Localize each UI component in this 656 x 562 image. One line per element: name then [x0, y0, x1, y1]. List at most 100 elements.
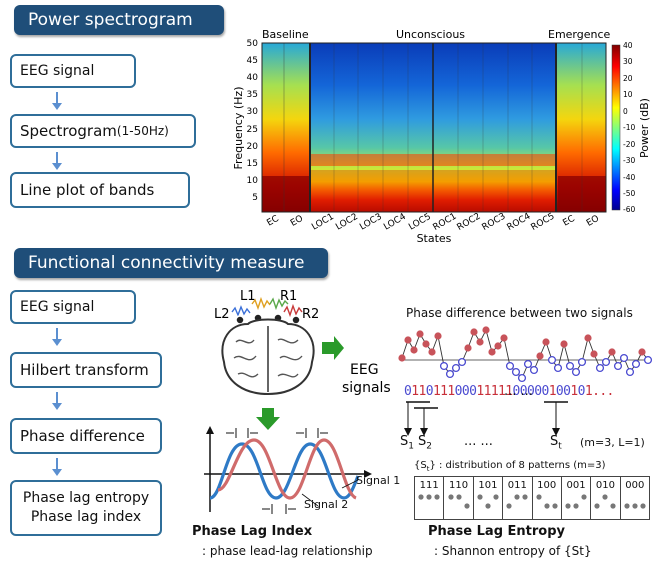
functional-connectivity-header: Functional connectivity measure	[14, 248, 328, 278]
binary-digit: 1	[483, 384, 492, 399]
phase-difference-label: Phase difference	[20, 427, 145, 445]
down-arrow-icon	[52, 392, 62, 410]
pattern-cell: 101	[472, 477, 502, 519]
pattern-dot	[624, 503, 630, 509]
signals-label: signals	[342, 380, 391, 396]
binary-digit: 0	[425, 384, 434, 399]
phase-lag-measures-step: Phase lag entropy Phase lag index	[10, 480, 162, 536]
binary-digit: 1	[505, 384, 513, 399]
phase-lag-entropy-label: Phase lag entropy	[22, 490, 150, 506]
hilbert-step: Hilbert transform	[10, 352, 162, 388]
pattern-dot	[581, 494, 587, 500]
binary-digit: 0	[519, 384, 528, 399]
pattern-cell: 100	[531, 477, 561, 519]
colorbar	[611, 44, 621, 211]
ytick: 5	[252, 193, 258, 203]
xtick: ROC2	[456, 212, 483, 233]
s2-label: S2	[418, 434, 432, 452]
pattern-label: 110	[449, 480, 469, 491]
colorbar-ticks: 40 30 20 10 0 -10 -20 -30 -40 -50 -60	[623, 41, 635, 214]
pattern-dot	[426, 494, 432, 500]
params-label: (m=3, L=1)	[580, 436, 645, 449]
binary-digit: 0	[555, 384, 564, 399]
pattern-dot	[565, 503, 571, 509]
phase-difference-plot	[398, 326, 653, 383]
pattern-dot	[610, 503, 617, 509]
dots-inline: ... ...	[504, 384, 533, 399]
ytick: 35	[247, 90, 258, 100]
xtick: ROC1	[432, 212, 459, 233]
binary-digit: 1	[548, 384, 557, 399]
green-arrow-icon	[322, 336, 344, 360]
pattern-dot	[573, 503, 579, 509]
pattern-dot	[455, 494, 462, 500]
xtick: LOC4	[382, 212, 408, 233]
signal-1-wave	[217, 438, 357, 500]
pattern-label: 011	[507, 480, 527, 491]
emergence-label: Emergence	[548, 28, 611, 41]
spectrogram-range: (1-50Hz)	[116, 124, 169, 138]
cbar-tick: 20	[623, 74, 633, 83]
ytick: 10	[247, 176, 259, 186]
pli-subtitle: : phase lead-lag relationship	[202, 544, 373, 558]
pattern-cell: 010	[590, 477, 619, 519]
eeg-signal-label-2: EEG signal	[20, 299, 95, 315]
x-axis-label: States	[417, 232, 452, 245]
xtick: EC	[265, 214, 280, 229]
binary-digit: 1	[476, 384, 484, 399]
ytick: 25	[247, 125, 258, 135]
electrode-l1: L1	[240, 289, 256, 304]
electrode-l2: L2	[214, 307, 230, 322]
pattern-dot	[463, 503, 470, 509]
pattern-label: 000	[625, 480, 645, 491]
distribution-label: {St} : distribution of 8 patterns (m=3)	[414, 460, 606, 473]
pattern-dot	[594, 503, 601, 509]
pattern-cell: 011	[502, 477, 531, 519]
binary-ellipsis: ...	[592, 384, 614, 399]
pattern-dots	[624, 503, 646, 509]
pattern-dot	[632, 503, 638, 509]
line-plot-step: Line plot of bands	[10, 172, 190, 208]
ytick: 20	[247, 142, 259, 152]
pattern-dot	[544, 503, 550, 509]
pattern-label: 111	[419, 480, 439, 491]
spectrogram-x-ticks: EC EO LOC1 LOC2 LOC3 LOC4 LOC5 ROC1 ROC2…	[265, 211, 601, 232]
pattern-dot	[477, 494, 483, 500]
ytick: 45	[247, 56, 258, 66]
line-plot-label: Line plot of bands	[20, 181, 155, 199]
pattern-arrows	[404, 401, 568, 436]
hilbert-label: Hilbert transform	[20, 361, 149, 379]
binary-digit: 0	[512, 384, 521, 399]
binary-digits: 01101110001111100000100101	[404, 384, 593, 399]
power-spectrogram-header: Power spectrogram	[14, 5, 224, 35]
pattern-cell: 001	[560, 477, 590, 519]
spectrogram-y-ticks: 50 45 40 35 30 25 20 15 10 5	[247, 39, 259, 203]
cbar-tick: -30	[623, 156, 635, 165]
pattern-dot	[447, 494, 454, 500]
signal-2-wave	[209, 442, 360, 500]
electrode-r2: R2	[302, 307, 319, 322]
pattern-dot	[485, 503, 491, 509]
cbar-tick: -20	[623, 140, 635, 149]
negative-points	[439, 353, 653, 383]
binary-digit: 0	[404, 384, 412, 399]
pattern-dot	[506, 503, 512, 509]
cbar-tick: -40	[623, 173, 635, 182]
eeg-signal-label: EEG signal	[20, 63, 95, 79]
cbar-tick: -10	[623, 123, 635, 132]
signal-2-label: Signal 2	[304, 498, 349, 511]
pattern-dot	[493, 494, 499, 500]
pattern-label: 010	[595, 480, 615, 491]
eeg-label: EEG	[350, 362, 379, 378]
pattern-dots	[565, 494, 587, 509]
brain-illustration: L1 R1 L2 R2 EEG signals	[214, 289, 391, 396]
pattern-dot	[640, 503, 646, 509]
binary-digit: 1	[490, 384, 499, 399]
down-arrow-icon	[52, 152, 62, 170]
cbar-tick: 0	[623, 107, 628, 116]
pattern-dot	[552, 503, 558, 509]
xtick: ROC4	[506, 211, 533, 232]
down-arrow-icon	[52, 458, 62, 476]
unconscious-label: Unconscious	[396, 28, 465, 41]
y-axis-label: Frequency (Hz)	[232, 87, 245, 170]
